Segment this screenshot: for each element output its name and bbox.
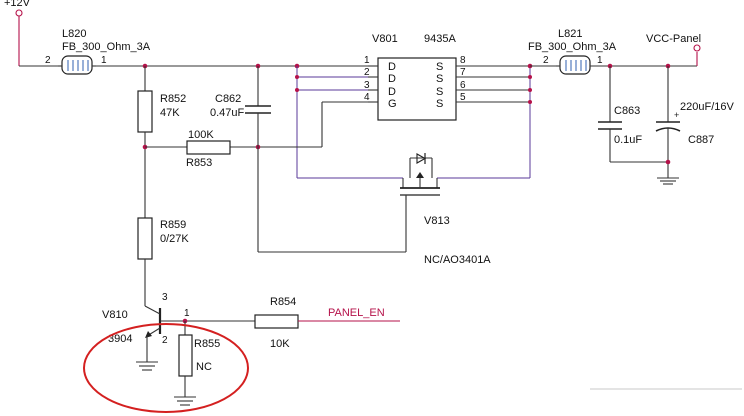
c887-value: 220uF/16V [680, 101, 734, 113]
ground-symbol [136, 361, 158, 371]
r852-value: 47K [160, 107, 180, 119]
v801-pin-name: S [436, 73, 443, 85]
v810-ref: V810 [102, 309, 128, 321]
v801-pin-number: 5 [460, 92, 466, 103]
l821-ref: L821 [558, 28, 582, 40]
c862-ref: C862 [215, 93, 241, 105]
v801-pin-number: 4 [364, 92, 370, 103]
v801-pin-number: 7 [460, 67, 466, 78]
c862-capacitor: C862 0.47uF [210, 66, 407, 253]
l821-pin-left: 2 [543, 55, 549, 66]
v810-pin-e: 2 [162, 335, 168, 346]
r854-value: 10K [270, 338, 290, 350]
v801-pin-number: 1 [364, 55, 370, 66]
source-bus-wires [437, 63, 556, 179]
c863-capacitor: C863 0.1uF [598, 66, 668, 163]
r855-ref: R855 [194, 338, 220, 350]
r853-resistor: 100K R853 [145, 129, 231, 169]
v813-mosfet: V813 NC/AO3401A [400, 153, 491, 266]
v801-pin-name: D [388, 86, 396, 98]
r859-value: 0/27K [160, 233, 189, 245]
r853-ref: R853 [186, 157, 212, 169]
v801-mosfet-ic: V801 9435A D D D G S S S S 1 2 3 4 8 7 6… [364, 33, 530, 121]
l820-pin-right: 1 [101, 55, 107, 66]
v801-pin-number: 6 [460, 80, 466, 91]
r854-resistor: R854 10K [254, 296, 400, 350]
v801-pin-number: 3 [364, 80, 370, 91]
c863-value: 0.1uF [614, 134, 642, 146]
v801-ref: V801 [372, 33, 398, 45]
v801-pin-name: S [436, 61, 443, 73]
v801-pin-name: S [436, 98, 443, 110]
r852-ref: R852 [160, 93, 186, 105]
l821-pin-right: 1 [597, 55, 603, 66]
v801-pin-name: D [388, 61, 396, 73]
v801-part: 9435A [424, 33, 456, 45]
v801-pin-name: G [388, 98, 397, 110]
r855-resistor: R855 NC [178, 321, 220, 397]
output-rail: VCC-Panel [607, 33, 701, 69]
v810-part: 3904 [108, 333, 132, 345]
r852-resistor: R852 47K [137, 66, 186, 218]
panel-en-net-label: PANEL_EN [328, 307, 385, 319]
c887-ref: C887 [688, 134, 714, 146]
v810-pin-c: 3 [162, 292, 168, 303]
r859-ref: R859 [160, 219, 186, 231]
gate-net-wires [230, 101, 368, 150]
v801-pin-name: S [436, 86, 443, 98]
v810-pin-b: 1 [184, 308, 190, 319]
r855-value: NC [196, 361, 212, 373]
ground-symbol [657, 177, 679, 185]
l820-value: FB_300_Ohm_3A [62, 41, 151, 53]
v801-pin-number: 8 [460, 55, 466, 66]
drain-bus-wires [295, 66, 403, 179]
c887-capacitor: + 220uF/16V C887 [655, 66, 734, 178]
l821-ferrite-bead: L821 FB_300_Ohm_3A 2 1 [528, 28, 617, 75]
r854-ref: R854 [270, 296, 296, 308]
r859-resistor: R859 0/27K [137, 217, 189, 306]
v810-transistor: V810 3904 3 1 2 [102, 292, 255, 362]
vcc-panel-label: VCC-Panel [646, 33, 701, 45]
highlight-ellipse [83, 323, 249, 413]
v12-power-port: +12V [4, 0, 31, 66]
ground-symbol [174, 396, 196, 406]
c862-value: 0.47uF [210, 107, 245, 119]
l821-value: FB_300_Ohm_3A [528, 41, 617, 53]
v813-value: NC/AO3401A [424, 254, 491, 266]
l820-pin-left: 2 [45, 55, 51, 66]
v12-label: +12V [4, 0, 31, 9]
r853-value: 100K [188, 129, 214, 141]
svg-text:+: + [674, 110, 679, 120]
l820-ref: L820 [62, 28, 86, 40]
v813-ref: V813 [424, 215, 450, 227]
v801-pin-number: 2 [364, 67, 370, 78]
c863-ref: C863 [614, 105, 640, 117]
v801-pin-name: D [388, 73, 396, 85]
l820-ferrite-bead: L820 FB_300_Ohm_3A 2 1 [45, 28, 151, 75]
